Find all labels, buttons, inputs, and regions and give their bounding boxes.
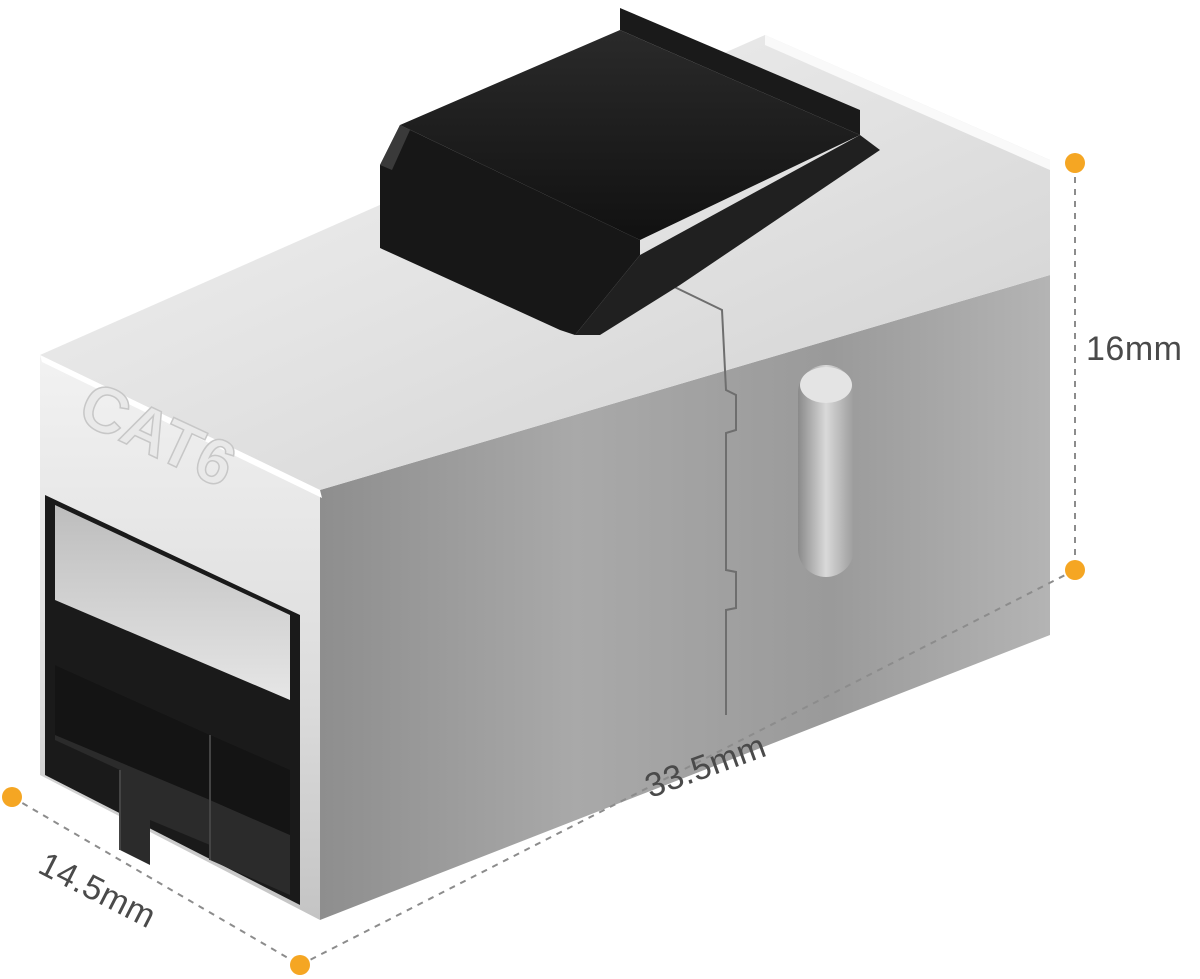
marker-bottom [290,955,310,975]
length-dimension-line [299,569,1076,966]
marker-top-right [1065,153,1085,173]
height-dimension-label: 16mm [1086,330,1183,368]
marker-bottom-right [1065,560,1085,580]
latch-top [400,30,860,240]
housing-seam [659,279,737,715]
latch-front [380,125,640,335]
width-dimension-line [11,796,301,966]
latch-rear [620,8,860,135]
marker-left [2,787,22,807]
side-latch-bump [798,365,854,577]
